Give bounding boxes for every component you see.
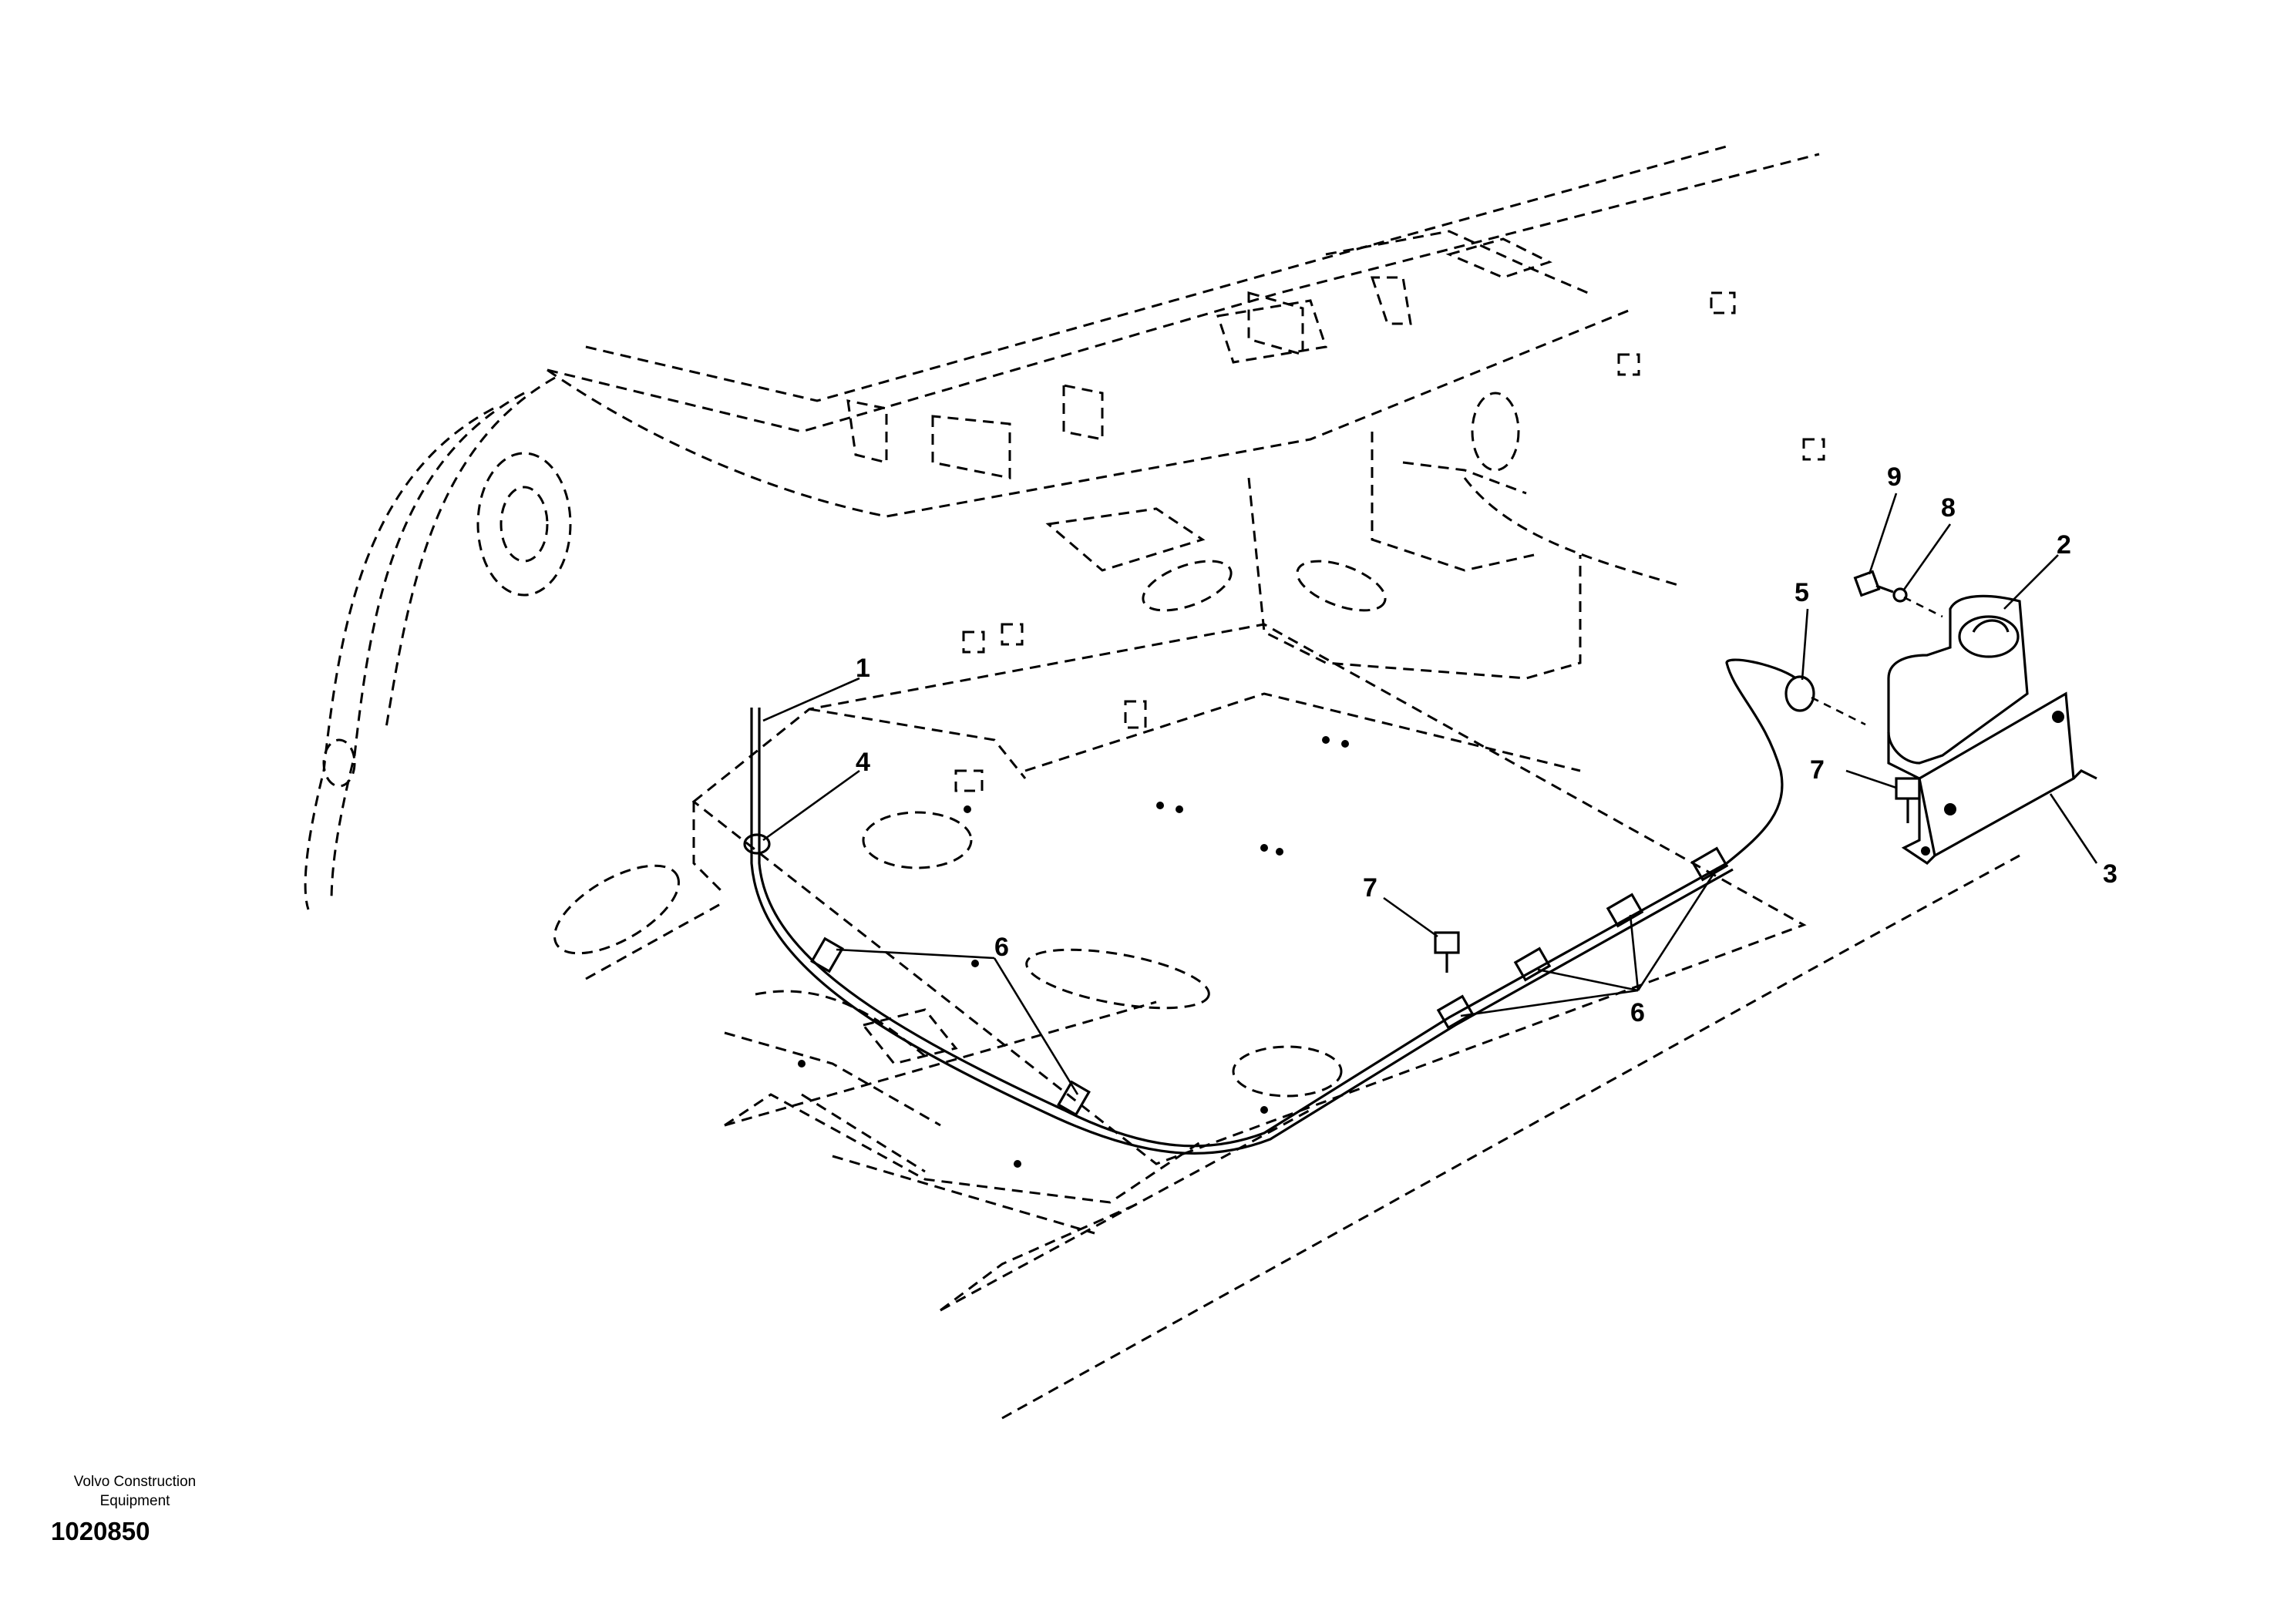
washer-8 [1892, 587, 1908, 603]
callout-6-left: 6 [994, 933, 1009, 962]
screw-7-right [1895, 777, 1921, 823]
callout-2: 2 [2057, 530, 2071, 560]
clamp-6-left [810, 936, 1091, 1117]
bolt-9 [1853, 570, 1894, 597]
brand-line-2: Equipment [99, 1493, 170, 1509]
callout-4: 4 [856, 748, 870, 777]
callout-7-right: 7 [1810, 755, 1825, 785]
leader-lines [762, 493, 2098, 1095]
oil-line-assembly [743, 570, 2097, 1155]
grommet-5 [1784, 675, 1815, 712]
deck-fasteners [798, 736, 1349, 1168]
callout-6-right: 6 [1630, 998, 1645, 1027]
callout-3: 3 [2103, 859, 2117, 889]
brand-line-1: Volvo Construction [73, 1474, 197, 1490]
callout-9: 9 [1887, 462, 1902, 492]
callout-5: 5 [1794, 578, 1809, 607]
bracket-3 [1901, 691, 2097, 866]
callout-labels: 1 2 3 4 5 6 6 7 7 8 9 [856, 462, 2117, 1027]
screw-7-left [1434, 931, 1460, 973]
callout-1: 1 [856, 654, 870, 683]
hose-pipe [758, 658, 1797, 1148]
figure-number: 1020850 [51, 1517, 150, 1545]
brand-caption: Volvo Construction Equipment [46, 1472, 224, 1511]
reservoir-tank-2 [1887, 594, 2029, 780]
frame-structure [304, 145, 2020, 1420]
callout-8: 8 [1941, 493, 1956, 523]
callout-7-left: 7 [1363, 873, 1377, 903]
